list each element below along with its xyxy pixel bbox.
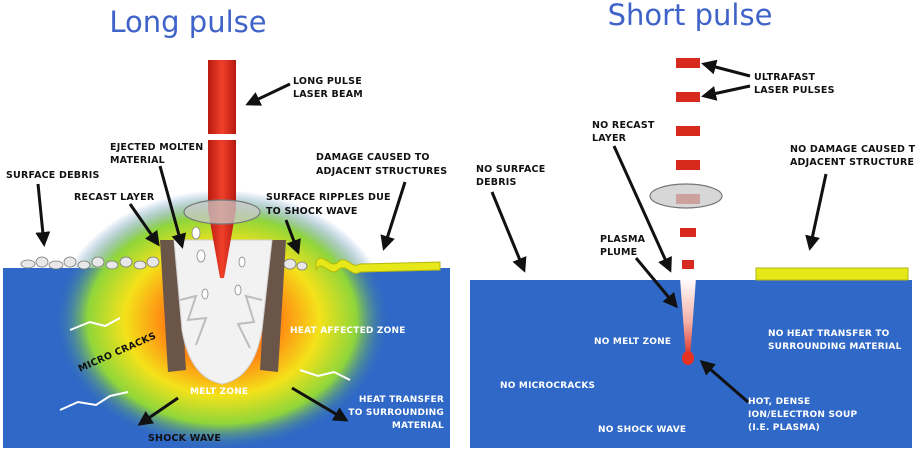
plasma-core	[682, 351, 694, 365]
plasma-description-label: (I.E. PLASMA)	[748, 423, 820, 433]
no-melt-zone-label: NO MELT ZONE	[594, 337, 671, 347]
no-microcracks-label: NO MICROCRACKS	[500, 381, 595, 391]
ultrafast-pulses-label: ULTRAFAST	[754, 72, 816, 83]
heat-transfer-label: HEAT TRANSFER	[359, 395, 444, 405]
no-debris-label: DEBRIS	[476, 177, 517, 188]
short-pulse-panel: Short pulse ULTRAFAST LASER PULSES	[470, 0, 915, 448]
plasma-plume	[680, 278, 696, 358]
melt-zone-label: MELT ZONE	[190, 387, 248, 397]
long-pulse-beam-label: LONG PULSE	[293, 76, 362, 87]
ultrafast-pulses-label: LASER PULSES	[754, 85, 835, 96]
no-debris-label: NO SURFACE	[476, 164, 545, 175]
no-shock-wave-label: NO SHOCK WAVE	[598, 425, 686, 435]
ultrafast-laser-pulses	[676, 58, 700, 269]
plasma-description-label: ION/ELECTRON SOUP	[748, 410, 857, 420]
no-recast-label: NO RECAST	[592, 120, 655, 131]
shock-wave-label: SHOCK WAVE	[148, 433, 221, 444]
plasma-plume-label: PLUME	[600, 247, 637, 258]
ejected-molten-label: MATERIAL	[110, 155, 165, 166]
adjacent-damage-label: ADJACENT STRUCTURES	[316, 166, 447, 177]
no-recast-label: LAYER	[592, 133, 627, 144]
damaged-adjacent-structure	[315, 257, 441, 274]
surface-debris	[20, 256, 308, 271]
no-damage-label: ADJACENT STRUCTURES	[790, 157, 915, 168]
no-heat-transfer-label: NO HEAT TRANSFER TO	[768, 329, 890, 339]
micro-crack	[59, 391, 129, 411]
heat-transfer-label: MATERIAL	[392, 421, 444, 431]
micro-crack	[69, 317, 121, 331]
heat-affected-zone-label: HEAT AFFECTED ZONE	[290, 326, 406, 336]
no-damage-label: NO DAMAGE CAUSED TO	[790, 144, 915, 155]
long-pulse-panel: Long pulse	[3, 5, 450, 452]
surface-debris-label: SURFACE DEBRIS	[6, 170, 100, 181]
focusing-lens	[183, 199, 261, 225]
surface-ripples-label: TO SHOCK WAVE	[266, 206, 358, 217]
long-pulse-beam-label: LASER BEAM	[293, 89, 363, 100]
long-pulse-title: Long pulse	[109, 5, 266, 39]
adjacent-damage-label: DAMAGE CAUSED TO	[316, 152, 430, 163]
recast-layer-label: RECAST LAYER	[74, 192, 155, 203]
plasma-plume-label: PLASMA	[600, 234, 646, 245]
micro-crack	[299, 369, 351, 381]
ejected-molten-label: EJECTED MOLTEN	[110, 142, 203, 153]
heat-transfer-label: TO SURROUNDING	[348, 408, 444, 418]
surface-ripples-label: SURFACE RIPPLES DUE	[266, 192, 391, 203]
melt-zone	[173, 239, 273, 385]
adjacent-structure	[755, 267, 909, 281]
no-heat-transfer-label: SURROUNDING MATERIAL	[768, 342, 902, 352]
focusing-lens	[649, 183, 723, 209]
short-pulse-title: Short pulse	[608, 0, 773, 32]
long-pulse-laser-beam	[208, 60, 236, 278]
plasma-description-label: HOT, DENSE	[748, 397, 810, 407]
